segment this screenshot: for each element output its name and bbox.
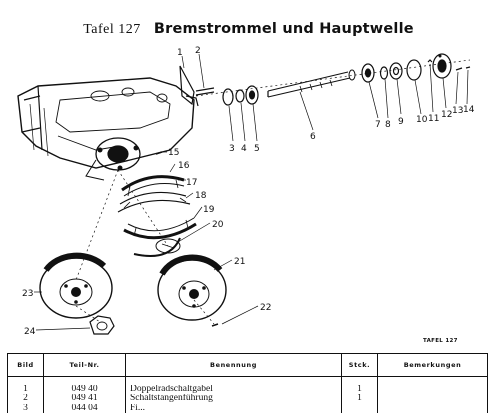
main-shaft	[267, 69, 356, 98]
alignment-lines	[75, 59, 471, 325]
part-11	[427, 59, 433, 63]
header-benennung: Benennung	[125, 353, 342, 377]
callout-8: 8	[385, 120, 391, 130]
table-row: 1 049 40 Doppelradschaltgabel 1	[7, 385, 488, 395]
header-bild: Bild	[7, 353, 44, 377]
part-14	[465, 66, 471, 69]
callout-9: 9	[398, 117, 404, 127]
plate-mark: TAFEL 127	[423, 338, 458, 344]
table-row: 3 044 04 Fi...	[7, 403, 488, 413]
callout-22: 22	[260, 303, 271, 313]
cell-bemerkungen	[377, 394, 488, 404]
part-13	[455, 67, 463, 71]
callout-13: 13	[452, 106, 463, 116]
callout-23: 23	[22, 289, 33, 299]
callout-20: 20	[212, 220, 224, 230]
cell-bild: 2	[7, 394, 44, 404]
cell-stck: 1	[341, 385, 378, 395]
cell-teil-nr: 049 41	[43, 394, 126, 404]
callout-21: 21	[234, 257, 245, 267]
plate-number: Tafel 127	[83, 22, 141, 37]
brake-shoe-upper	[121, 175, 185, 197]
callout-4: 4	[241, 144, 247, 154]
header-teil-nr: Teil-Nr.	[43, 353, 126, 377]
page-title: Tafel 127 Bremstrommel und Hauptwelle	[0, 18, 497, 38]
brake-shoe-lower	[123, 217, 197, 240]
pin-part-15	[155, 151, 163, 155]
callout-5: 5	[254, 144, 260, 154]
callout-10: 10	[416, 115, 428, 125]
brake-cover	[133, 237, 181, 257]
exploded-view-drawing: 1 2 3 4 5 6 7 8 9 10 11 12 13 14 15 16 1…	[17, 46, 475, 337]
header-bemerkungen: Bemerkungen	[377, 353, 488, 377]
flange-part-12	[432, 53, 452, 79]
brake-drum-right	[157, 254, 227, 321]
table-row: 2 049 41 Schaltstangenführung 1	[7, 394, 488, 404]
callout-7: 7	[375, 120, 381, 130]
brake-drum-left	[39, 252, 113, 319]
parts-table: Bild Teil-Nr. Benennung Stck. Bemerkunge…	[7, 353, 488, 413]
cell-bemerkungen	[377, 385, 488, 395]
callout-16: 16	[178, 161, 190, 171]
part-7	[361, 63, 375, 83]
cell-stck	[341, 403, 378, 413]
ring-part-4	[235, 89, 245, 103]
shift-fork	[179, 65, 199, 107]
cell-bild: 1	[7, 385, 44, 395]
bearing-part-5	[245, 85, 259, 105]
cell-benennung: Doppelradschaltgabel	[125, 385, 342, 395]
callout-15: 15	[168, 148, 179, 158]
brake-shoe-carrier	[117, 191, 191, 213]
callout-2: 2	[195, 46, 201, 56]
part-9	[389, 62, 403, 80]
ring-part-3	[222, 88, 234, 106]
callout-18: 18	[195, 191, 207, 201]
screw-part-22	[211, 323, 219, 327]
cell-benennung: Schaltstangenführung	[125, 394, 342, 404]
hex-nut	[89, 315, 115, 335]
cell-benennung: Fi...	[125, 403, 342, 413]
callout-24: 24	[24, 327, 36, 337]
callout-labels: 1 2 3 4 5 6 7 8 9 10 11 12 13 14 15 16 1…	[22, 46, 475, 337]
header-stck: Stck.	[341, 353, 378, 377]
cell-teil-nr: 049 40	[43, 385, 126, 395]
cell-bemerkungen	[377, 403, 488, 413]
table-header-row: Bild Teil-Nr. Benennung Stck. Bemerkunge…	[7, 353, 488, 377]
leader-lines	[34, 53, 469, 331]
callout-11: 11	[428, 114, 439, 124]
cell-teil-nr: 044 04	[43, 403, 126, 413]
shift-rod-guide	[195, 87, 215, 96]
callout-3: 3	[229, 144, 235, 154]
part-8	[379, 66, 389, 80]
cell-bild: 3	[7, 403, 44, 413]
callout-17: 17	[186, 178, 197, 188]
callout-12: 12	[441, 110, 452, 120]
callout-14: 14	[463, 105, 475, 115]
plate-title: Bremstrommel und Hauptwelle	[153, 21, 414, 37]
cell-stck: 1	[341, 394, 378, 404]
callout-6: 6	[310, 132, 316, 142]
callout-1: 1	[177, 48, 183, 58]
part-10	[406, 59, 422, 81]
gearbox-housing	[17, 77, 195, 181]
callout-19: 19	[203, 205, 215, 215]
